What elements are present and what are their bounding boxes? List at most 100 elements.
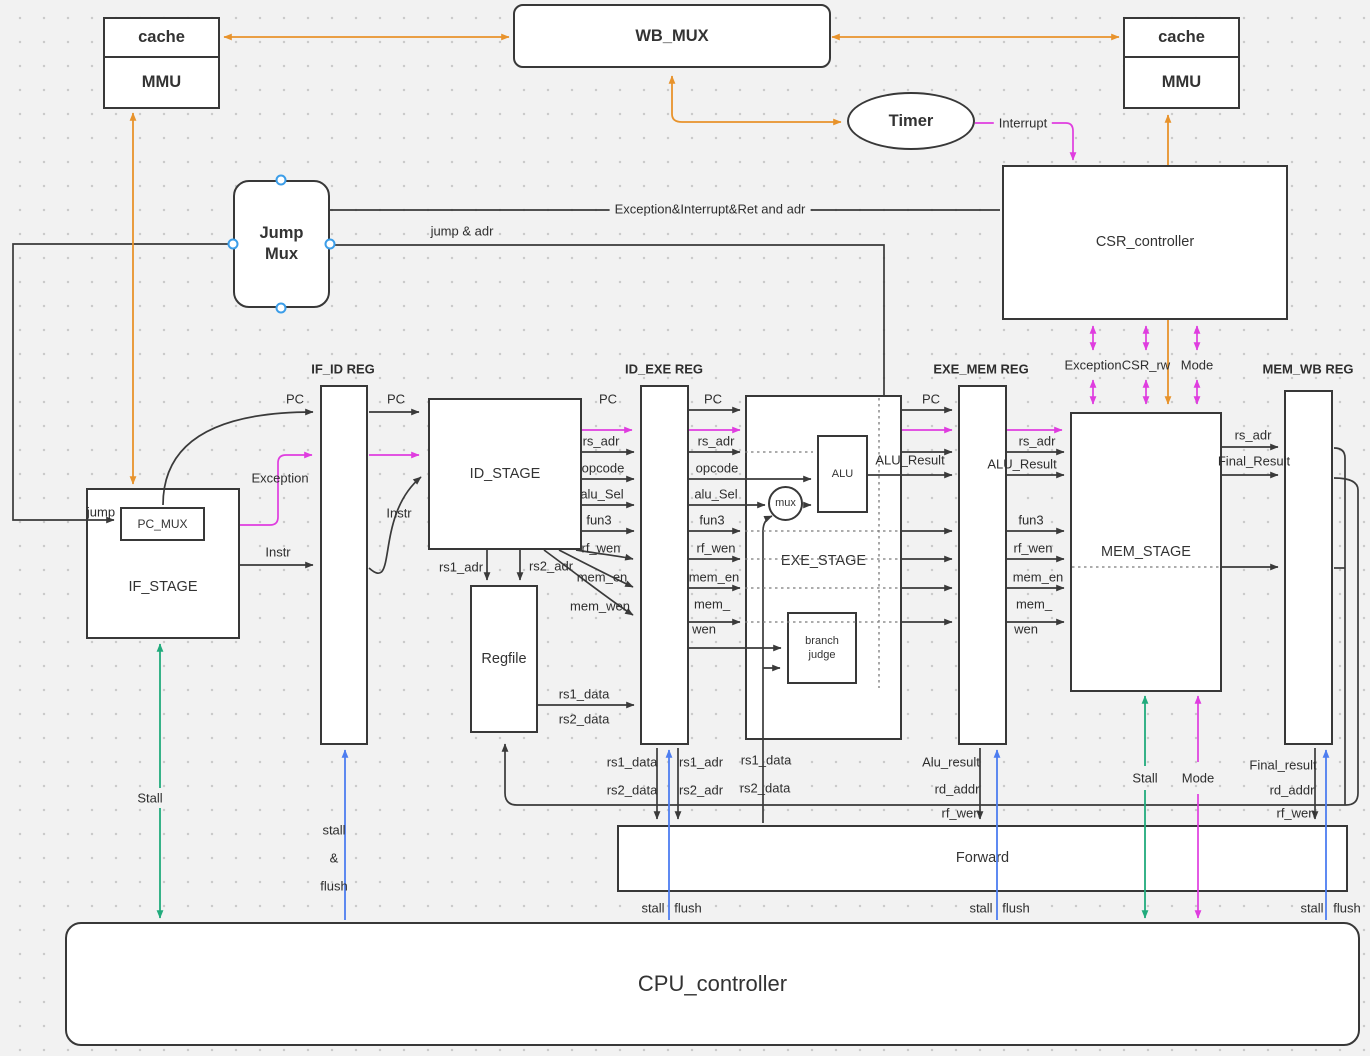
rf-wen-1-label: rf_wen [581, 540, 621, 556]
opcode-2-label: opcode [695, 460, 739, 476]
mmu-left-label: MMU [141, 73, 182, 92]
forward-box[interactable]: Forward [617, 825, 1348, 892]
id-exe-reg-bar[interactable] [640, 385, 689, 745]
id-stage-box[interactable]: ID_STAGE [428, 398, 582, 550]
rs1-data-rf-label: rs1_data [558, 686, 610, 702]
pc-4-label: PC [703, 391, 723, 407]
timer-box[interactable]: Timer [847, 92, 975, 150]
mmu-right-box[interactable]: MMU [1123, 56, 1240, 109]
csr-controller-box[interactable]: CSR_controller [1002, 165, 1288, 320]
rf-wen-f2-label: rf_wen [1276, 805, 1316, 821]
mmu-right-label: MMU [1161, 73, 1202, 92]
mem-wb-reg-bar[interactable] [1284, 390, 1333, 745]
stall-1-label: stall [641, 900, 665, 916]
flush-3-label: flush [1333, 900, 1361, 916]
csr-mode-label: Mode [1180, 357, 1214, 373]
mem-wen-2b-label: wen [692, 621, 716, 637]
if-id-reg-bar[interactable] [320, 385, 368, 745]
mem-wen-3a-label: mem_ [1015, 596, 1053, 612]
mux-label: mux [775, 497, 796, 510]
rf-wen-f1-label: rf_wen [941, 805, 981, 821]
mem-stage-box[interactable]: MEM_STAGE [1070, 412, 1222, 692]
pc-mux-box[interactable]: PC_MUX [120, 507, 205, 541]
rs1-data-f2-label: rs1_data [740, 752, 792, 768]
cache-left-label: cache [138, 28, 185, 47]
mem-en-2-label: mem_en [688, 569, 740, 585]
cpu-controller-box[interactable]: CPU_controller [65, 922, 1360, 1046]
connection-handle-left[interactable] [227, 238, 239, 250]
exception-if-label: Exception [251, 470, 309, 486]
if-id-reg-title-label: IF_ID REG [311, 361, 375, 377]
csr-controller-label: CSR_controller [1095, 234, 1195, 251]
rs2-data-rf-label: rs2_data [558, 711, 610, 727]
instr-1-label: Instr [265, 544, 291, 560]
rd-addr-f2-label: rd_addr [1269, 782, 1315, 798]
exe-stage-label: EXE_STAGE [780, 553, 867, 569]
mem-en-3-label: mem_en [1012, 569, 1064, 585]
connection-handle-right[interactable] [324, 238, 336, 250]
regfile-box[interactable]: Regfile [470, 585, 538, 733]
fun3-2-label: fun3 [699, 512, 725, 528]
if-stage-label: IF_STAGE [128, 579, 198, 596]
stall-flush-a-label: stall [322, 822, 346, 838]
cpu-controller-label: CPU_controller [637, 971, 788, 997]
mem-wen-1-label: mem_wen [570, 598, 630, 614]
rf-wen-2-label: rf_wen [696, 540, 736, 556]
opcode-1-label: opcode [581, 460, 625, 476]
connection-handle-bottom[interactable] [275, 302, 287, 314]
rd-addr-f1-label: rd_addr [934, 781, 980, 797]
mem-wen-2a-label: mem_ [693, 596, 731, 612]
exception-interrupt-ret-label: Exception&Interrupt&Ret and adr [609, 201, 811, 217]
interrupt-label: Interrupt [993, 115, 1053, 131]
timer-label: Timer [888, 111, 934, 130]
jump-mux-label-line2: Mux [265, 245, 298, 263]
mmu-left-box[interactable]: MMU [103, 56, 220, 109]
jump-and-adr-label: jump & adr [430, 223, 494, 239]
rs-adr-1-label: rs_adr [582, 433, 620, 449]
alu-box[interactable]: ALU [817, 435, 868, 513]
fun3-3-label: fun3 [1018, 512, 1044, 528]
stall-2-label: stall [969, 900, 993, 916]
stall-flush-c-label: flush [320, 878, 348, 894]
id-stage-label: ID_STAGE [469, 465, 541, 482]
rs-adr-2-label: rs_adr [697, 433, 735, 449]
branch-judge-box[interactable]: branch judge [787, 612, 857, 684]
rs2-adr-f-label: rs2_adr [678, 782, 724, 798]
rs1-adr-id-label: rs1_adr [438, 559, 484, 575]
exe-mem-reg-title-label: EXE_MEM REG [933, 361, 1029, 377]
final-result-f-label: Final_result [1249, 757, 1317, 773]
alu-sel-1-label: alu_Sel [580, 486, 624, 502]
rs1-data-f1-label: rs1_data [606, 754, 658, 770]
rs-adr-4-label: rs_adr [1234, 427, 1272, 443]
connection-handle-top[interactable] [275, 174, 287, 186]
wb-mux-box[interactable]: WB_MUX [513, 4, 831, 68]
mem-wb-reg-title-label: MEM_WB REG [1262, 361, 1354, 377]
alu-result-f-label: Alu_result [922, 754, 980, 770]
cache-right-box[interactable]: cache [1123, 17, 1240, 58]
mode-mid-label: Mode [1181, 770, 1215, 786]
jump-mux-label-line1: Jump [259, 224, 304, 243]
instr-2-label: Instr [386, 505, 412, 521]
flush-1-label: flush [674, 900, 702, 916]
pc-1-label: PC [285, 391, 305, 407]
csr-rw-label: CSR_rw [1121, 357, 1171, 373]
mux-circle[interactable]: mux [768, 486, 803, 521]
alu-sel-2-label: alu_Sel [694, 486, 738, 502]
pc-5-label: PC [921, 391, 941, 407]
rs2-adr-id-label: rs2_adr [528, 558, 574, 574]
stall-mid-label: Stall [1132, 770, 1158, 786]
rs2-data-f1-label: rs2_data [606, 782, 658, 798]
rs1-adr-f-label: rs1_adr [678, 754, 724, 770]
alu-result-1-label: ALU_Result [875, 452, 945, 468]
forward-label: Forward [955, 850, 1010, 867]
stall-left-label: Stall [137, 790, 163, 806]
pc-mux-label: PC_MUX [137, 516, 188, 531]
flush-2-label: flush [1002, 900, 1030, 916]
cache-left-box[interactable]: cache [103, 17, 220, 58]
pc-3-label: PC [598, 391, 618, 407]
jump-mux-box[interactable]: Jump Mux [233, 180, 330, 308]
exe-mem-reg-bar[interactable] [958, 385, 1007, 745]
stall-flush-b-label: & [329, 850, 339, 866]
mem-stage-label: MEM_STAGE [1101, 543, 1191, 560]
pc-2-label: PC [386, 391, 406, 407]
